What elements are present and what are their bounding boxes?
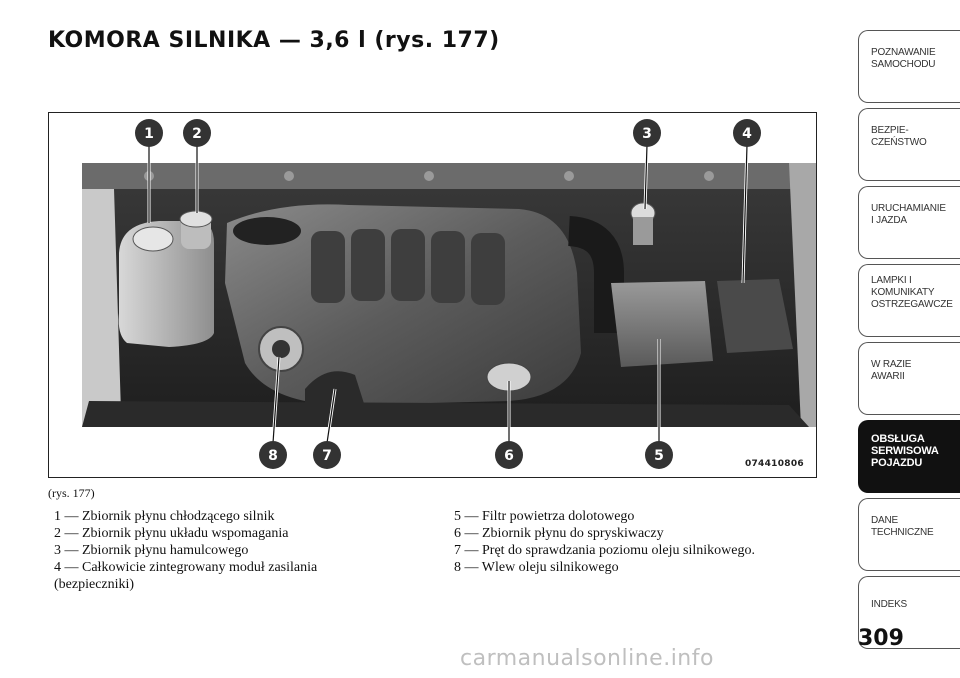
- air-intake-hose: [567, 216, 624, 333]
- power-steering-cap: [179, 210, 213, 228]
- page-title: KOMORA SILNIKA — 3,6 l (rys. 177): [48, 28, 500, 53]
- legend-item: 2 — Zbiornik płynu układu wspomagania: [54, 526, 289, 541]
- legend-left-column: 1 — Zbiornik płynu chłodzącego silnik 2 …: [54, 508, 317, 593]
- tab-poznawanie-samochodu[interactable]: POZNAWANIE SAMOCHODU: [858, 30, 960, 103]
- left-fender: [82, 189, 121, 427]
- page-number: 309: [858, 626, 904, 651]
- tab-dane-techniczne[interactable]: DANE TECHNICZNE: [858, 498, 960, 571]
- figure-code: 074410806: [744, 459, 804, 469]
- svg-text:7: 7: [322, 448, 332, 464]
- right-fender: [789, 163, 816, 427]
- throttle-opening: [233, 217, 301, 245]
- tab-obsluga-serwisowa-pojazdu[interactable]: OBSŁUGA SERWISOWA POJAZDU: [858, 420, 960, 493]
- tab-lampki-i-komunikaty[interactable]: LAMPKI I KOMUNIKATY OSTRZEGAWCZE: [858, 264, 960, 337]
- legend-item: 4 — Całkowicie zintegrowany moduł zasila…: [54, 560, 318, 575]
- callout-leaders-core: [148, 144, 748, 444]
- svg-text:8: 8: [268, 448, 278, 464]
- tab-bezpieczenstwo[interactable]: BEZPIE- CZEŃSTWO: [858, 108, 960, 181]
- tab-w-razie-awarii[interactable]: W RAZIE AWARII: [858, 342, 960, 415]
- legend-item: (bezpieczniki): [54, 577, 135, 592]
- tab-uruchamianie-i-jazda[interactable]: URUCHAMIANIE I JAZDA: [858, 186, 960, 259]
- legend-item: 3 — Zbiornik płynu hamulcowego: [54, 543, 249, 558]
- svg-text:1: 1: [144, 126, 154, 142]
- coolant-cap: [132, 226, 174, 252]
- callout-3: 3: [633, 119, 661, 147]
- figure-caption: (rys. 177): [48, 486, 95, 500]
- watermark: carmanualsonline.info: [460, 646, 714, 671]
- callout-8: 8: [259, 441, 287, 469]
- legend-right-column: 5 — Filtr powietrza dolotowego 6 — Zbior…: [454, 508, 755, 576]
- callout-2: 2: [183, 119, 211, 147]
- hood-seal: [82, 163, 816, 189]
- svg-text:2: 2: [192, 126, 202, 142]
- engine-bay-illustration: 1 2 3 4 5 6 7 8: [82, 119, 816, 469]
- brake-fluid-reservoir: [633, 217, 653, 245]
- callout-7: 7: [313, 441, 341, 469]
- legend-item: 6 — Zbiornik płynu do spryskiwaczy: [454, 526, 664, 541]
- callout-6: 6: [495, 441, 523, 469]
- coolant-reservoir: [118, 221, 214, 347]
- svg-text:4: 4: [742, 126, 752, 142]
- air-filter-box: [611, 281, 713, 367]
- seal-bolts: [144, 171, 714, 181]
- power-module: [717, 279, 793, 353]
- legend-item: 5 — Filtr powietrza dolotowego: [454, 509, 635, 524]
- callout-1: 1: [135, 119, 163, 147]
- svg-text:3: 3: [642, 126, 652, 142]
- svg-text:6: 6: [504, 448, 514, 464]
- legend-item: 1 — Zbiornik płynu chłodzącego silnik: [54, 509, 275, 524]
- tab-indeks[interactable]: INDEKS: [858, 576, 960, 649]
- legend-item: 7 — Pręt do sprawdzania poziomu oleju si…: [454, 543, 755, 558]
- callout-5: 5: [645, 441, 673, 469]
- callout-4: 4: [733, 119, 761, 147]
- cover-ribs: [311, 229, 505, 305]
- radiator-support: [82, 401, 809, 427]
- engine-bay-figure: 1 2 3 4 5 6 7 8 074410806: [48, 112, 817, 478]
- svg-text:5: 5: [654, 448, 664, 464]
- legend-item: 8 — Wlew oleju silnikowego: [454, 560, 619, 575]
